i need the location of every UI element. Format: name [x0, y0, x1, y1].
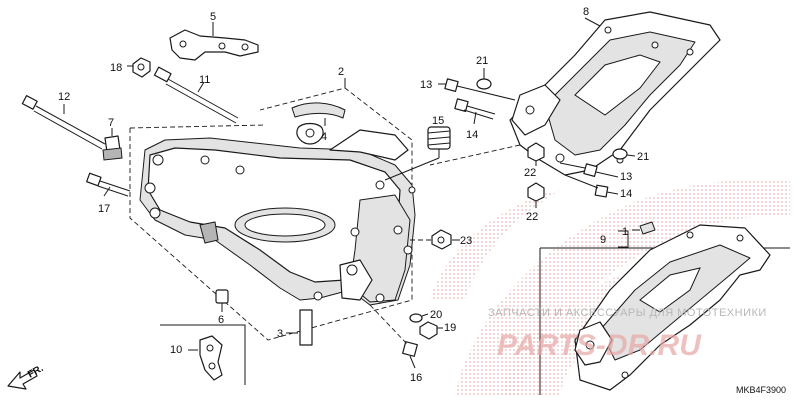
bolt-item-14-lower — [564, 174, 619, 198]
bracket-item-5 — [169, 22, 259, 61]
callout-8: 8 — [583, 6, 589, 18]
callout-11: 11 — [199, 74, 210, 86]
callout-1: 1 — [622, 226, 628, 238]
bracket-item-10 — [188, 335, 223, 381]
callout-7: 7 — [108, 117, 114, 129]
direction-label: FR. — [26, 363, 46, 381]
callout-15: 15 — [432, 115, 444, 127]
callout-12: 12 — [58, 91, 70, 103]
diagram-code: MKB4F3900 — [736, 385, 786, 395]
collar-item-7 — [102, 128, 123, 161]
bolt-item-11 — [153, 66, 239, 124]
bolt-item-13-upper — [438, 78, 516, 101]
rear-subframe-item-8 — [429, 11, 721, 176]
pad-item-4 — [291, 102, 346, 145]
collar-item-20 — [409, 313, 429, 323]
callout-21-upper: 21 — [476, 55, 488, 67]
callout-20: 20 — [430, 309, 442, 321]
callout-13-lower: 13 — [620, 171, 632, 183]
callout-22-upper: 22 — [524, 167, 536, 179]
grommet-item-21-lower — [612, 148, 636, 160]
callout-6: 6 — [218, 314, 224, 326]
watermark-logo: PARTS-DR.RU — [497, 329, 702, 362]
rubber-item-3 — [286, 309, 313, 346]
callout-21-lower: 21 — [637, 151, 649, 163]
front-direction-arrow — [7, 369, 38, 390]
callout-18: 18 — [110, 62, 122, 74]
spring-item-15 — [384, 126, 451, 181]
grommet-item-21-upper — [476, 68, 492, 90]
collar-item-22-upper — [527, 142, 545, 166]
rear-subframe-assy-item-1 — [539, 221, 790, 395]
callout-22-lower: 22 — [526, 211, 538, 223]
collar-item-22-lower — [527, 182, 545, 208]
bolt-item-14-upper — [454, 98, 496, 125]
callout-9: 9 — [600, 234, 606, 246]
callout-19: 19 — [444, 322, 456, 334]
bracket-item-10-frame — [160, 324, 246, 385]
callout-3: 3 — [277, 328, 283, 340]
callout-2: 2 — [338, 66, 344, 78]
main-frame — [139, 129, 416, 306]
callout-14-upper: 14 — [466, 129, 478, 141]
bolt-item-12 — [21, 95, 106, 150]
bolt-item-16 — [369, 304, 418, 369]
callout-17: 17 — [98, 203, 110, 215]
collar-item-6 — [215, 289, 229, 312]
bolt-item-13-lower — [559, 162, 619, 178]
watermark-text: ЗАПЧАСТИ И АКСЕССУАРЫ ДЛЯ МОТОТЕХНИКИ — [488, 307, 767, 319]
callout-5: 5 — [210, 11, 216, 23]
callout-16: 16 — [410, 372, 422, 384]
frame-group-outline — [129, 78, 413, 341]
callout-4: 4 — [321, 131, 327, 143]
callout-13-upper: 13 — [420, 79, 432, 91]
bolt-item-17 — [86, 172, 131, 197]
nut-item-19 — [419, 321, 443, 340]
nut-item-23 — [410, 229, 460, 250]
nut-item-18 — [127, 57, 151, 78]
callout-10: 10 — [170, 344, 182, 356]
callout-14-lower: 14 — [620, 188, 632, 200]
callout-23: 23 — [460, 235, 472, 247]
